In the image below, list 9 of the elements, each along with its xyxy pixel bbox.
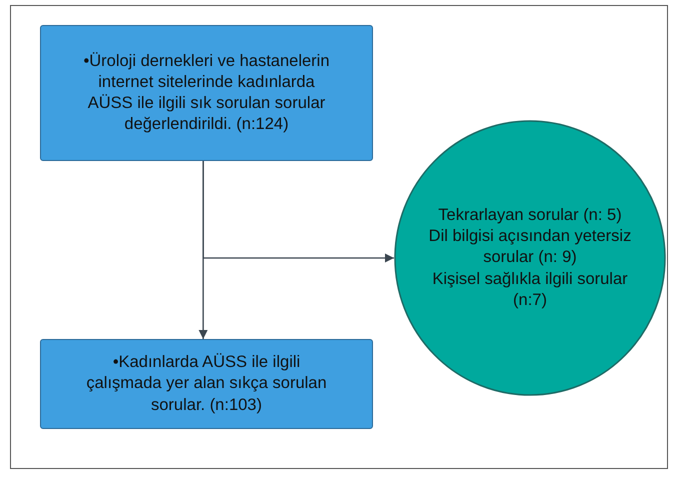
node-text: Kişisel sağlıkla ilgili sorular (n:7) [431, 268, 629, 311]
node-text: •Kadınlarda AÜSS ile ilgili çalışmada yer alan sıkça sorulan sorular. (n:103) [85, 352, 328, 416]
process-box [40, 339, 373, 429]
process-box [40, 25, 373, 161]
ellipse-node [394, 120, 666, 396]
node-text: •Üroloji dernekleri ve hastanelerin internet sitelerinde kadınlarda AÜSS ile ilgili sık sorulan sorular değerlendirildi. (n:124) [82, 50, 331, 136]
node-text: Tekrarlayan sorular (n: 5) [438, 205, 622, 226]
arrow [202, 161, 394, 262]
node-text: Dil bilgisi açısından yetersiz sorular (n: 9) [428, 226, 632, 268]
